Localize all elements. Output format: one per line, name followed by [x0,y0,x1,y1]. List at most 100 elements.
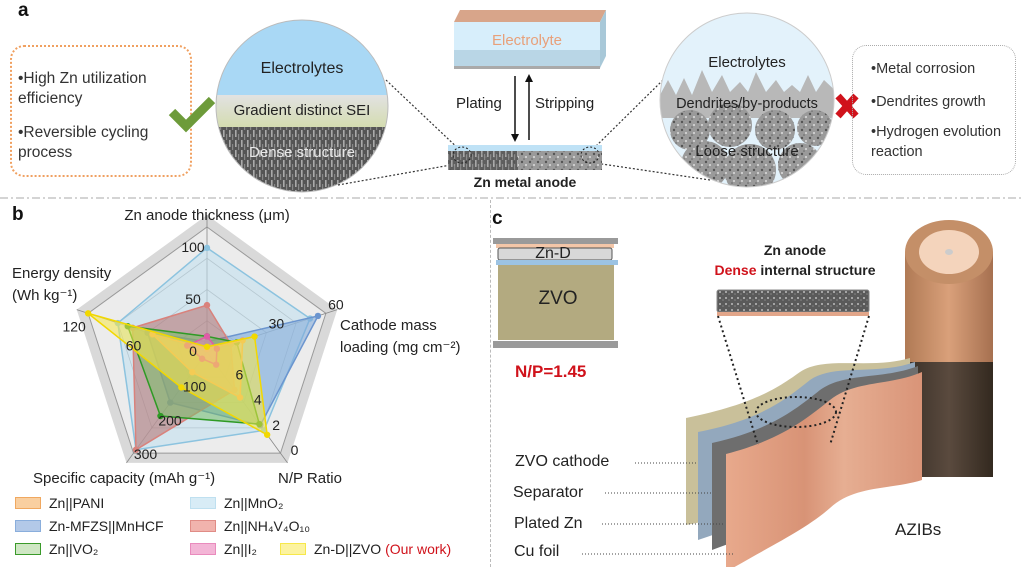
cu-foil-layer [726,372,922,567]
electrolyte-label: Electrolyte [491,32,563,49]
radar-tick-label: 200 [158,412,182,428]
drawback-item: •Dendrites growth [871,94,986,110]
plating-label: Plating [456,95,502,112]
dense-structure-label: Dense structure [249,144,355,161]
panel-a-label: a [18,0,29,21]
legend-item: Zn-D||ZVO (Our work) [280,541,451,557]
zn-metal-anode-label: Zn metal anode [473,174,577,190]
radar-tick-label: 300 [134,446,158,462]
azibs-label: AZIBs [895,520,942,539]
advantage-item: •Reversible cycling process [18,124,149,161]
zn-d-label: Zn-D [535,245,571,262]
radar-series-Zn-D||ZVO [87,312,269,437]
our-work-note: (Our work) [385,541,452,557]
radar-point [251,333,258,340]
radar-point [203,244,211,252]
radar-tick-label: 60 [126,338,142,354]
loose-structure-label: Loose structure [695,143,799,160]
radar-axis-label: Energy density [12,265,112,282]
radar-axis-label: Zn anode thickness (μm) [124,207,289,224]
radar-point [263,431,271,438]
legend-item: Zn||PANI [15,495,104,511]
np-ratio-label: N/P=1.45 [515,362,587,381]
radar-tick-label: 4 [254,392,262,408]
cross-icon [835,93,859,119]
radar-point [84,310,92,317]
legend-swatch [15,520,41,532]
panel-a-graphics [0,10,1024,199]
panel-b-label: b [12,204,24,225]
radar-point [203,343,211,350]
legend-label: Zn||I₂ [224,541,257,557]
advantages-box: •High Zn utilization efficiency •Reversi… [10,45,192,177]
dendrites-label: Dendrites/by-products [676,96,818,112]
layer-label-plated-zn: Plated Zn [514,515,583,532]
sei-label: Gradient distinct SEI [233,102,371,119]
drawback-item: •Hydrogen evolution reaction [871,124,1002,160]
radar-axis-label: loading (mg cm⁻²) [340,339,460,356]
radar-point [157,412,164,420]
legend-item: Zn||VO₂ [15,541,98,557]
legend-swatch [280,543,306,555]
legend-label: Zn||PANI [49,495,105,511]
dense-anode-strip [716,289,870,313]
check-icon [168,96,216,133]
electrolyte-slab [454,10,606,69]
dense-internal-structure-title: Dense internal structure [690,262,900,278]
radar-axis-label: Specific capacity (mAh g⁻¹) [33,470,215,487]
radar-axis-label: (Wh kg⁻¹) [12,287,77,304]
legend-label: Zn||NH₄V₄O₁₀ [224,518,311,534]
good-electrolytes-label: Electrolytes [260,60,344,77]
legend-label: Zn||VO₂ [49,541,99,557]
legend-label: Zn-D||ZVO [314,541,382,557]
radar-tick-label: 120 [62,318,86,334]
radar-tick-label: 6 [235,366,243,382]
radar-tick-label: 60 [328,296,344,312]
radar-point [203,301,211,309]
drawbacks-box: •Metal corrosion •Dendrites growth •Hydr… [852,45,1016,175]
radar-point [203,333,211,340]
legend-item: Zn-MFZS||MnHCF [15,518,164,534]
radar-tick-label: 2 [272,417,280,433]
panel-c-label: c [492,208,503,229]
legend-swatch [190,497,216,509]
radar-tick-label: 100 [181,239,205,255]
zvo-label: ZVO [538,288,578,309]
layer-label-cathode: ZVO cathode [515,453,610,470]
radar-point [178,384,185,391]
radar-tick-label: 0 [189,343,197,359]
radar-tick-label: 100 [183,379,207,395]
layer-label-separator: Separator [513,484,584,501]
layer-label-cu-foil: Cu foil [514,543,560,560]
legend-label: Zn||MnO₂ [224,495,284,511]
zn-anode-title: Zn anode [763,242,827,258]
bad-electrolytes-label: Electrolytes [708,54,786,71]
panel-c-graphics [493,220,993,567]
drawback-item: •Metal corrosion [871,61,976,77]
advantage-item: •High Zn utilization efficiency [18,70,147,107]
loose-anode-zoom-circle [660,13,834,187]
radar-axis-label: Cathode mass [340,317,437,334]
radar-tick-label: 30 [269,316,285,332]
legend-swatch [15,543,41,555]
legend-label: Zn-MFZS||MnHCF [49,518,164,534]
radar-point [314,312,322,320]
radar-point [132,446,140,453]
legend-swatch [15,497,41,509]
panel-divider [490,200,491,567]
legend-item: Zn||NH₄V₄O₁₀ [190,518,310,534]
zn-metal-anode-bar [448,145,602,170]
cell-stack [493,238,618,348]
radar-tick-label: 50 [185,291,201,307]
legend-item: Zn||I₂ [190,541,257,557]
internal-structure-words: internal structure [756,262,876,278]
legend-swatch [190,543,216,555]
radar-axis-label: N/P Ratio [278,470,342,487]
dense-word: Dense [714,262,757,278]
legend-item: Zn||MnO₂ [190,495,283,511]
legend-swatch [190,520,216,532]
radar-tick-label: 0 [291,442,299,458]
stripping-label: Stripping [535,95,595,112]
